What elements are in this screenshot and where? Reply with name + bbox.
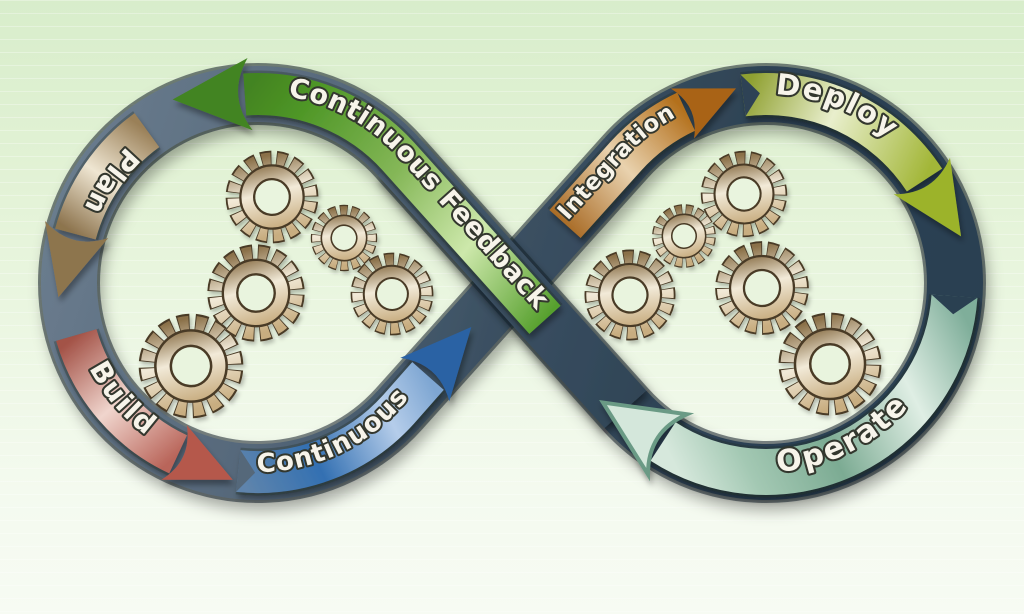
ribbon-plan — [45, 113, 160, 298]
ribbon-build — [56, 328, 233, 480]
gear-icon — [720, 246, 805, 331]
gear-icon — [704, 154, 784, 234]
ribbon-operate-tail-notch — [931, 294, 978, 315]
stage-ribbons — [45, 58, 980, 498]
gear-icon — [787, 321, 872, 406]
gear-icon — [586, 251, 674, 339]
gear-icon — [145, 320, 237, 412]
gear-icon — [353, 255, 431, 333]
gears-left-loop — [145, 156, 431, 413]
ribbon-continuous-tail-notch — [236, 450, 256, 492]
gear-icon — [215, 252, 297, 334]
ribbon-integration — [549, 88, 737, 239]
ribbon-deploy — [740, 73, 962, 237]
gear-icon — [657, 209, 711, 263]
gear-icon — [311, 205, 376, 270]
gear-icon — [231, 156, 314, 239]
ribbon-continuous-feedback — [172, 58, 561, 334]
ribbon-deploy-tail-notch — [740, 74, 760, 117]
ribbon-continuous — [236, 326, 472, 494]
ribbon-operate — [599, 294, 978, 495]
